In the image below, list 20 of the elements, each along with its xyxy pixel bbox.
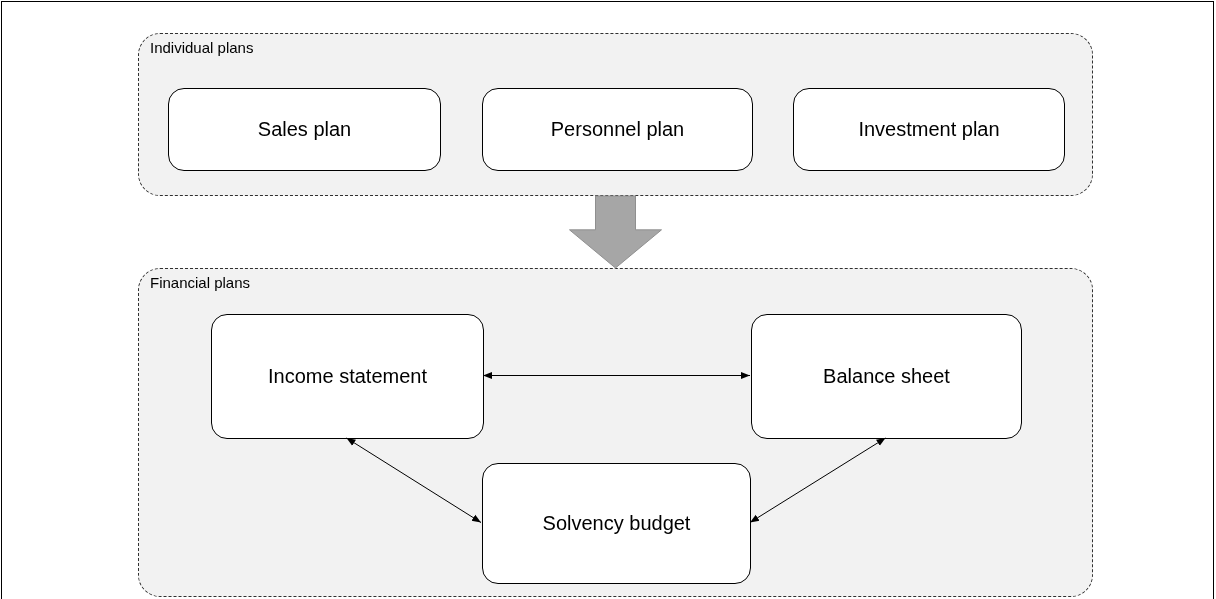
process-box	[168, 88, 441, 171]
process-box	[482, 463, 751, 584]
box-label: Investment plan	[858, 117, 1000, 142]
connector-arrow	[749, 437, 886, 523]
group-panel	[138, 33, 1093, 196]
group-panel	[138, 268, 1093, 597]
box-label: Sales plan	[257, 117, 352, 142]
process-box	[482, 88, 753, 171]
group-title: Individual plans	[150, 38, 254, 58]
box-label: Balance sheet	[823, 364, 950, 389]
group-title: Financial plans	[150, 273, 251, 293]
process-box	[751, 314, 1022, 439]
box-label: Income statement	[268, 364, 427, 389]
box-label: Personnel plan	[550, 117, 685, 142]
process-box	[793, 88, 1065, 171]
connector-arrow	[482, 371, 751, 380]
block-arrow	[569, 195, 662, 269]
box-label: Solvency budget	[542, 511, 691, 536]
process-box	[211, 314, 484, 439]
connector-arrow	[346, 437, 482, 523]
